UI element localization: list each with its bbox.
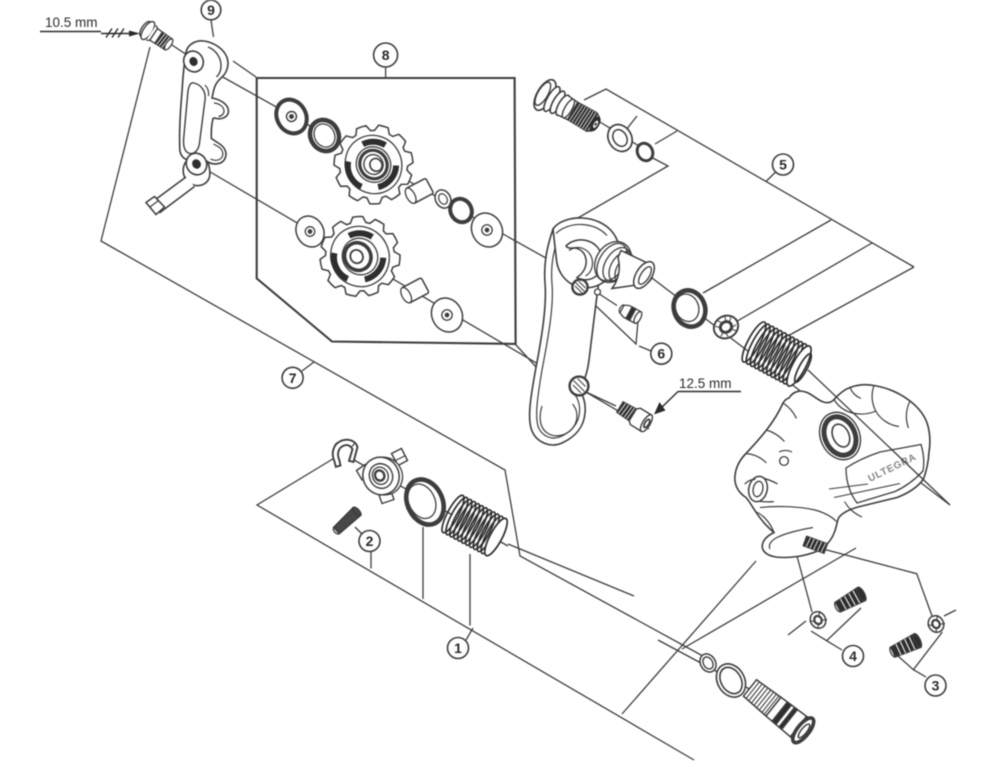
svg-text:6: 6 [657,346,665,362]
svg-text:7: 7 [289,370,297,386]
svg-text:3: 3 [932,678,940,694]
svg-text:1: 1 [454,640,462,656]
svg-text:2: 2 [366,533,374,549]
svg-text:8: 8 [382,47,390,63]
svg-text:4: 4 [849,648,857,664]
svg-text:12.5 mm: 12.5 mm [679,376,732,391]
svg-text:5: 5 [779,157,787,173]
svg-text:9: 9 [207,2,215,18]
svg-text:10.5 mm: 10.5 mm [45,15,98,30]
